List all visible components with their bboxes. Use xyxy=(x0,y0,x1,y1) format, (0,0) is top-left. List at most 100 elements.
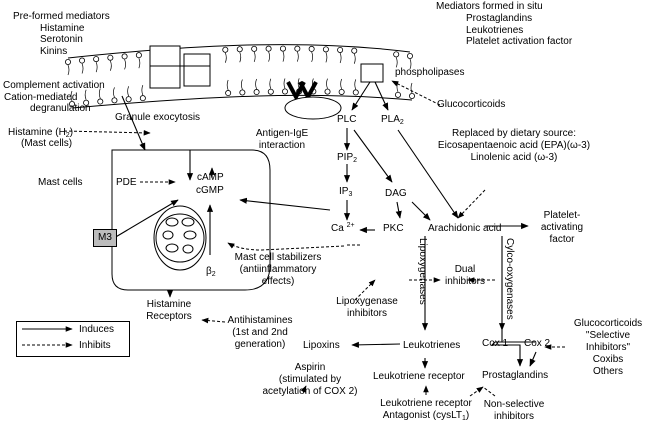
lipid-head xyxy=(69,101,76,108)
cgmp-label: cGMP xyxy=(196,185,224,196)
antihistamines-3: generation) xyxy=(234,339,286,350)
lipid-tail xyxy=(138,58,141,69)
legend-inhibits: Inhibits xyxy=(79,340,111,351)
lipid-tail xyxy=(282,51,285,62)
lipid-tail xyxy=(353,53,356,64)
paf-line-3: factor xyxy=(549,234,575,245)
lipid-heads-outer xyxy=(65,45,413,76)
dual-line-1: Dual xyxy=(454,264,476,275)
replaced-line-2: Eicosapentaenoic acid (EPA)(ω-3) xyxy=(437,140,591,151)
beta2-label: β2 xyxy=(206,266,216,278)
lipid-tail xyxy=(124,59,126,70)
histamine-receptors-2: Receptors xyxy=(146,311,192,322)
cox2-label: Cox 2 xyxy=(524,338,551,349)
mast-cell-outline xyxy=(111,149,271,291)
lipid-tail xyxy=(325,52,328,63)
lipid-head xyxy=(83,99,90,106)
kinins-label: Kinins xyxy=(40,46,68,57)
lipid-head xyxy=(253,89,260,96)
lipid-head xyxy=(352,89,359,96)
lipid-tail xyxy=(241,79,243,90)
lipoxygenases-label: Lipoxygenases xyxy=(417,238,428,305)
aspirin-line-1: Aspirin xyxy=(294,362,326,373)
nonselective-line-1: Non-selective xyxy=(483,399,545,410)
lipid-tail xyxy=(98,88,101,99)
lipid-head xyxy=(236,46,243,53)
lipid-tail xyxy=(141,85,144,96)
lipid-tail xyxy=(67,64,70,76)
selective-line-3: Inhibitors" xyxy=(585,342,631,353)
lipid-tail xyxy=(340,78,342,90)
lipid-head xyxy=(139,95,146,102)
aspirin-line-2: (stimulated by xyxy=(278,374,342,385)
preformed-title: Pre-formed mediators xyxy=(13,11,110,22)
lipid-tail xyxy=(297,51,299,62)
lipid-tail xyxy=(70,90,73,102)
antihistamines-2: (1st and 2nd xyxy=(232,327,288,338)
histamine-label: Histamine xyxy=(40,23,85,34)
lipid-tail xyxy=(268,51,270,62)
lipid-tail xyxy=(113,87,115,98)
lipid-head xyxy=(294,45,301,52)
aspirin-line-3: acetylation of COX 2) xyxy=(262,386,358,397)
prostaglandins-node: Prostaglandins xyxy=(482,370,549,381)
selective-line-4: Coxibs xyxy=(592,354,624,365)
granule-sac xyxy=(153,205,207,271)
mast-cells-label: Mast cells xyxy=(38,177,83,188)
lipid-tail xyxy=(339,52,342,64)
complement-line-2: Cation-mediated xyxy=(4,92,78,103)
lipid-head xyxy=(93,56,100,63)
lipid-tail xyxy=(255,78,257,90)
lipid-head xyxy=(281,88,288,95)
lipid-tail xyxy=(354,79,357,90)
lipid-head xyxy=(394,91,401,98)
antigen-line-1: Antigen-IgE xyxy=(255,128,309,139)
pip2-label: PIP2 xyxy=(337,152,358,164)
lipid-head xyxy=(79,57,86,64)
complement-line-1: Complement activation xyxy=(3,80,105,91)
phospholipases-label: phospholipases xyxy=(395,67,465,78)
phospholipase-box xyxy=(360,63,384,83)
histamine-receptors-1: Histamine xyxy=(146,299,192,310)
stabilizers-line-2: (antiinflammatory xyxy=(239,264,317,275)
antihistamines-1: Antihistamines xyxy=(227,315,293,326)
lipid-head xyxy=(322,46,329,53)
lipid-head xyxy=(351,47,358,54)
receptor-base xyxy=(284,96,342,120)
lipid-head xyxy=(251,45,258,52)
lipid-head xyxy=(107,54,114,61)
lipid-head xyxy=(97,98,104,105)
lipid-head xyxy=(337,46,344,53)
pde-label: PDE xyxy=(116,177,137,188)
legend xyxy=(16,321,130,357)
lipid-head xyxy=(65,59,72,66)
antigen-line-2: interaction xyxy=(258,140,306,151)
pkc-label: PKC xyxy=(383,223,404,234)
leukotrienes-label: Leukotrienes xyxy=(466,25,524,36)
stabilizers-line-1: Mast cell stabilizers xyxy=(234,252,322,263)
lipid-head xyxy=(406,53,413,60)
paf-label: Platelet activation factor xyxy=(466,36,573,47)
granule-box-right xyxy=(183,53,211,87)
lipid-tail xyxy=(326,78,328,89)
lipid-tail xyxy=(410,82,413,94)
nonselective-line-2: inhibitors xyxy=(493,411,535,422)
lipid-head xyxy=(111,97,118,104)
granule-box-left xyxy=(149,45,181,89)
lipid-tail xyxy=(269,78,272,89)
lipid-tail xyxy=(95,61,98,73)
cox1-label: Cox 1 xyxy=(482,338,509,349)
antagonist-line-1: Leukotriene receptor xyxy=(380,398,472,409)
cell-membrane xyxy=(67,44,413,109)
lipid-tail xyxy=(110,60,112,71)
glucocorticoids-label: Glucocorticoids xyxy=(437,99,506,110)
lipid-head xyxy=(267,88,274,95)
paf-line-2: activating xyxy=(540,222,584,233)
lipoxygenase-inh-1: Lipoxygenase xyxy=(336,296,398,307)
lipid-tail xyxy=(239,52,242,63)
lipid-tail xyxy=(84,89,87,100)
lipid-tail xyxy=(224,52,227,63)
complement-line-3: degranulation xyxy=(30,103,91,114)
ca-label: Ca 2+ xyxy=(331,222,355,234)
